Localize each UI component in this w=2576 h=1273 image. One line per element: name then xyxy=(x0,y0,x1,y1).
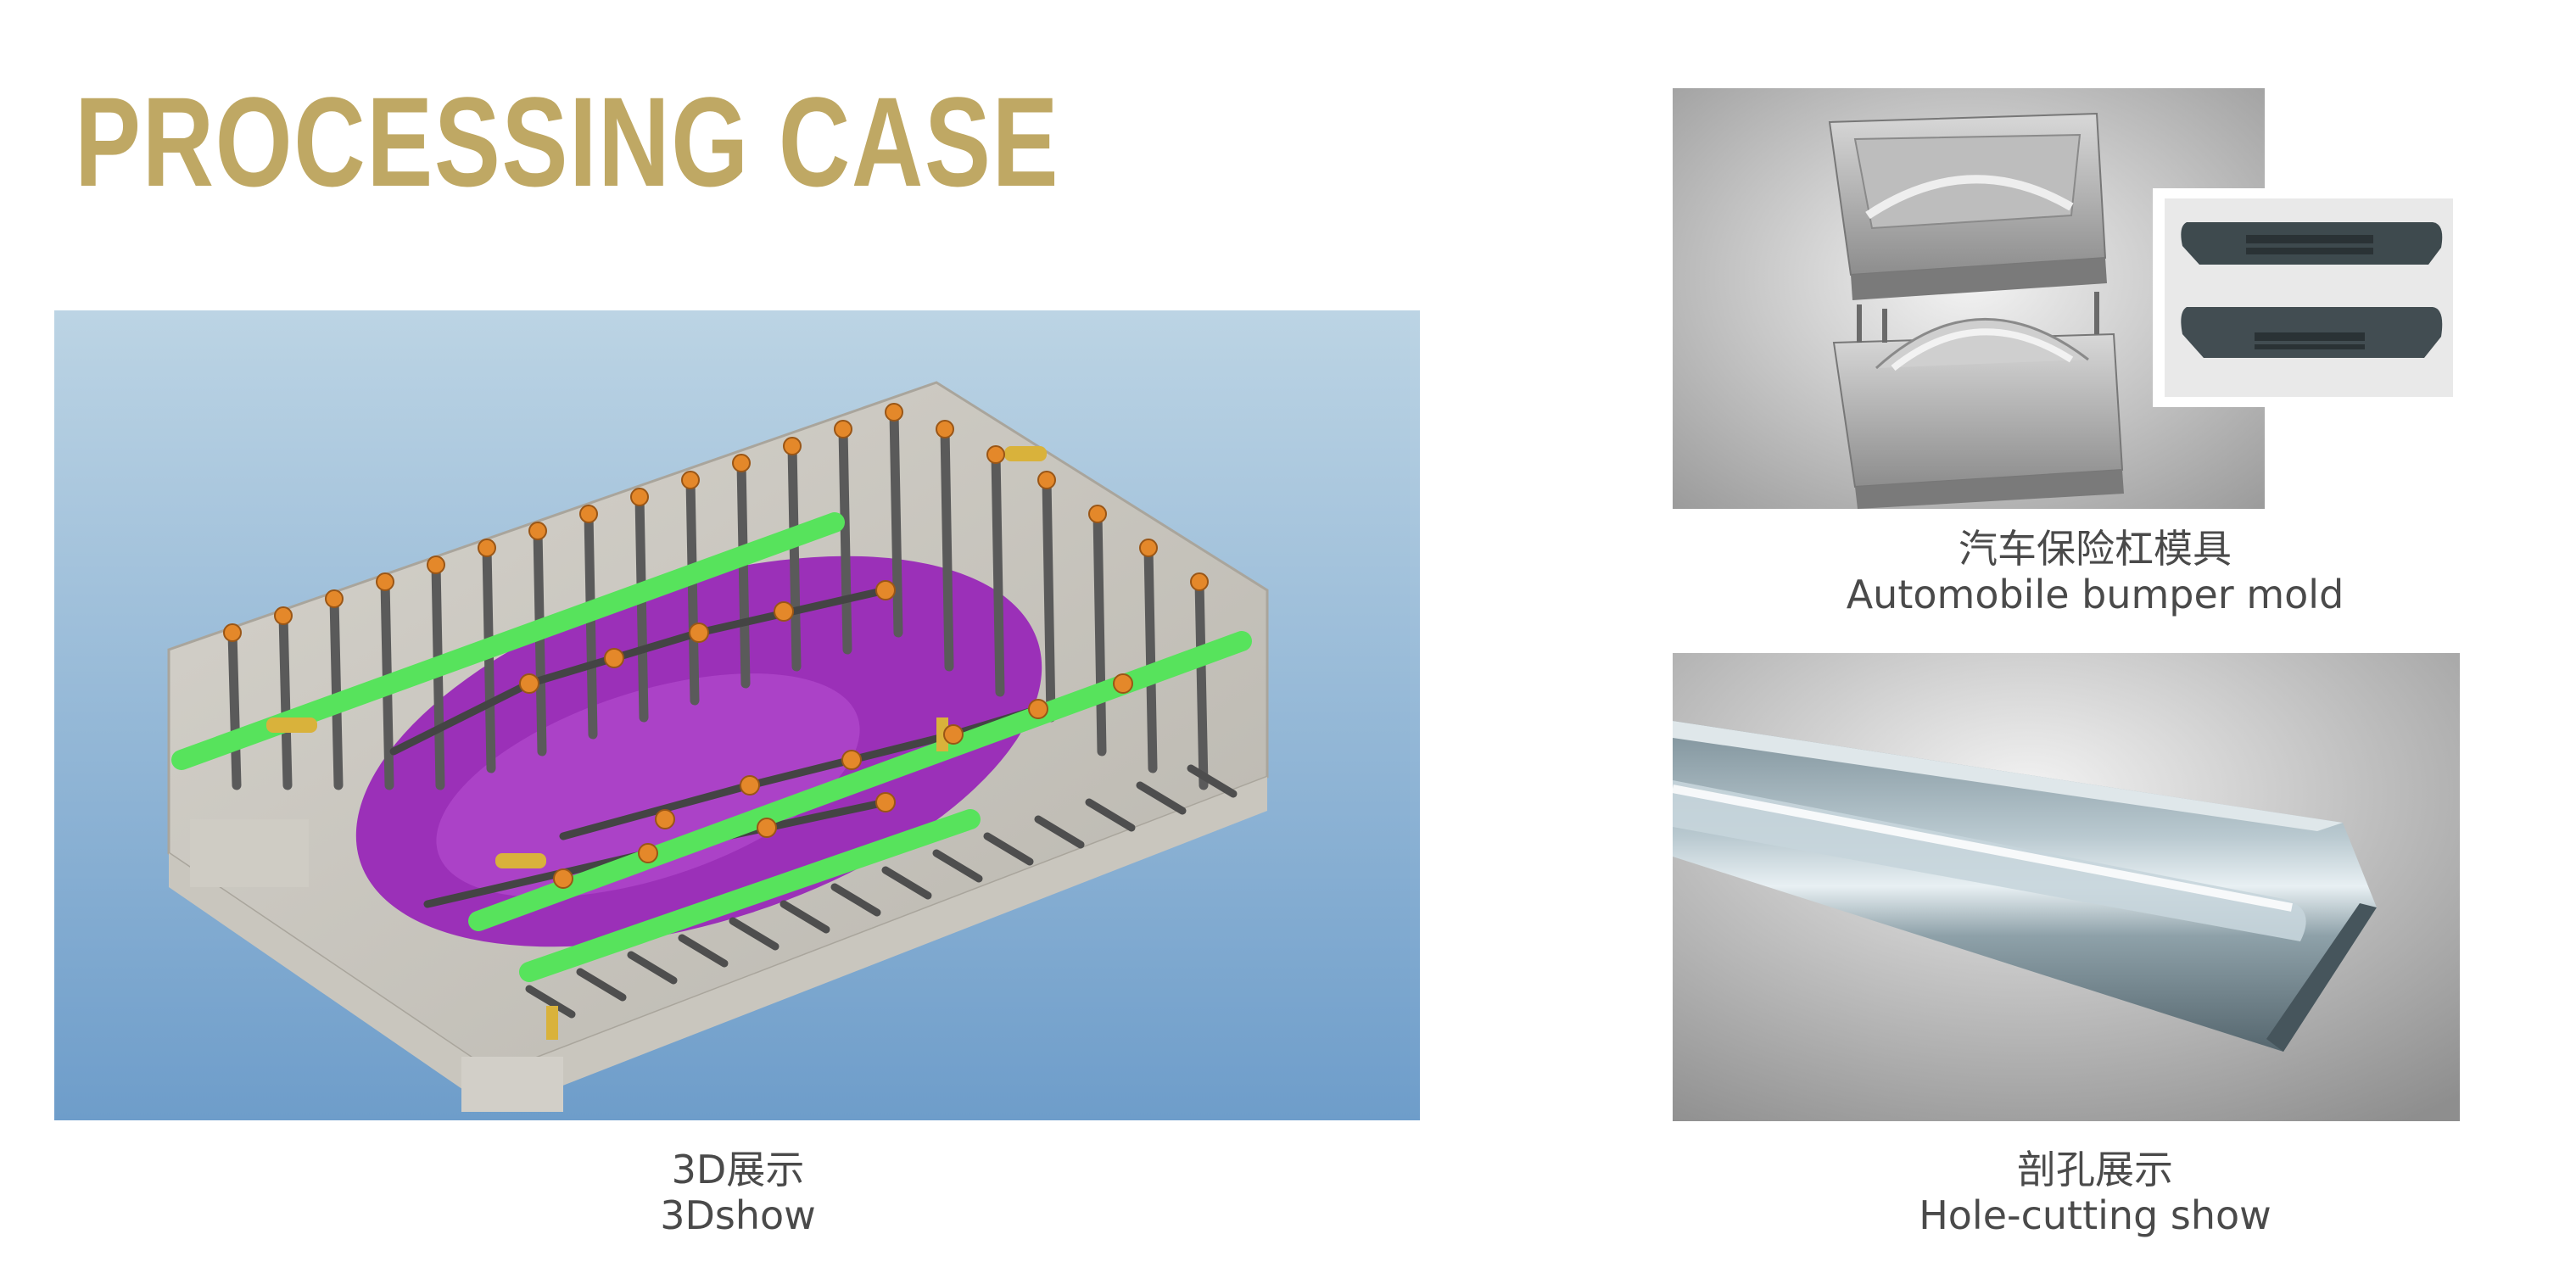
3d-mold-render-image xyxy=(54,310,1420,1120)
bumper-caption-en: Automobile bumper mold xyxy=(1846,572,2344,617)
3d-caption-en: 3Dshow xyxy=(660,1192,816,1238)
3d-caption: 3D展示 3Dshow xyxy=(407,1147,1069,1238)
hole-cutting-image xyxy=(1673,653,2460,1121)
bumper-product-inset-image xyxy=(2153,188,2465,407)
3d-caption-cn: 3D展示 xyxy=(671,1147,805,1192)
bumper-product-svg xyxy=(2153,188,2465,407)
bumper-caption: 汽车保险杠模具 Automobile bumper mold xyxy=(1730,526,2460,617)
page-title: PROCESSING CASE xyxy=(75,70,1060,213)
hole-caption-en: Hole-cutting show xyxy=(1919,1192,2271,1238)
3d-render-svg xyxy=(54,310,1420,1120)
hole-caption-cn: 剖孔展示 xyxy=(2017,1147,2173,1192)
bumper-caption-cn: 汽车保险杠模具 xyxy=(1959,526,2232,572)
hole-cutting-svg xyxy=(1673,653,2460,1121)
hole-cutting-caption: 剖孔展示 Hole-cutting show xyxy=(1730,1147,2460,1238)
